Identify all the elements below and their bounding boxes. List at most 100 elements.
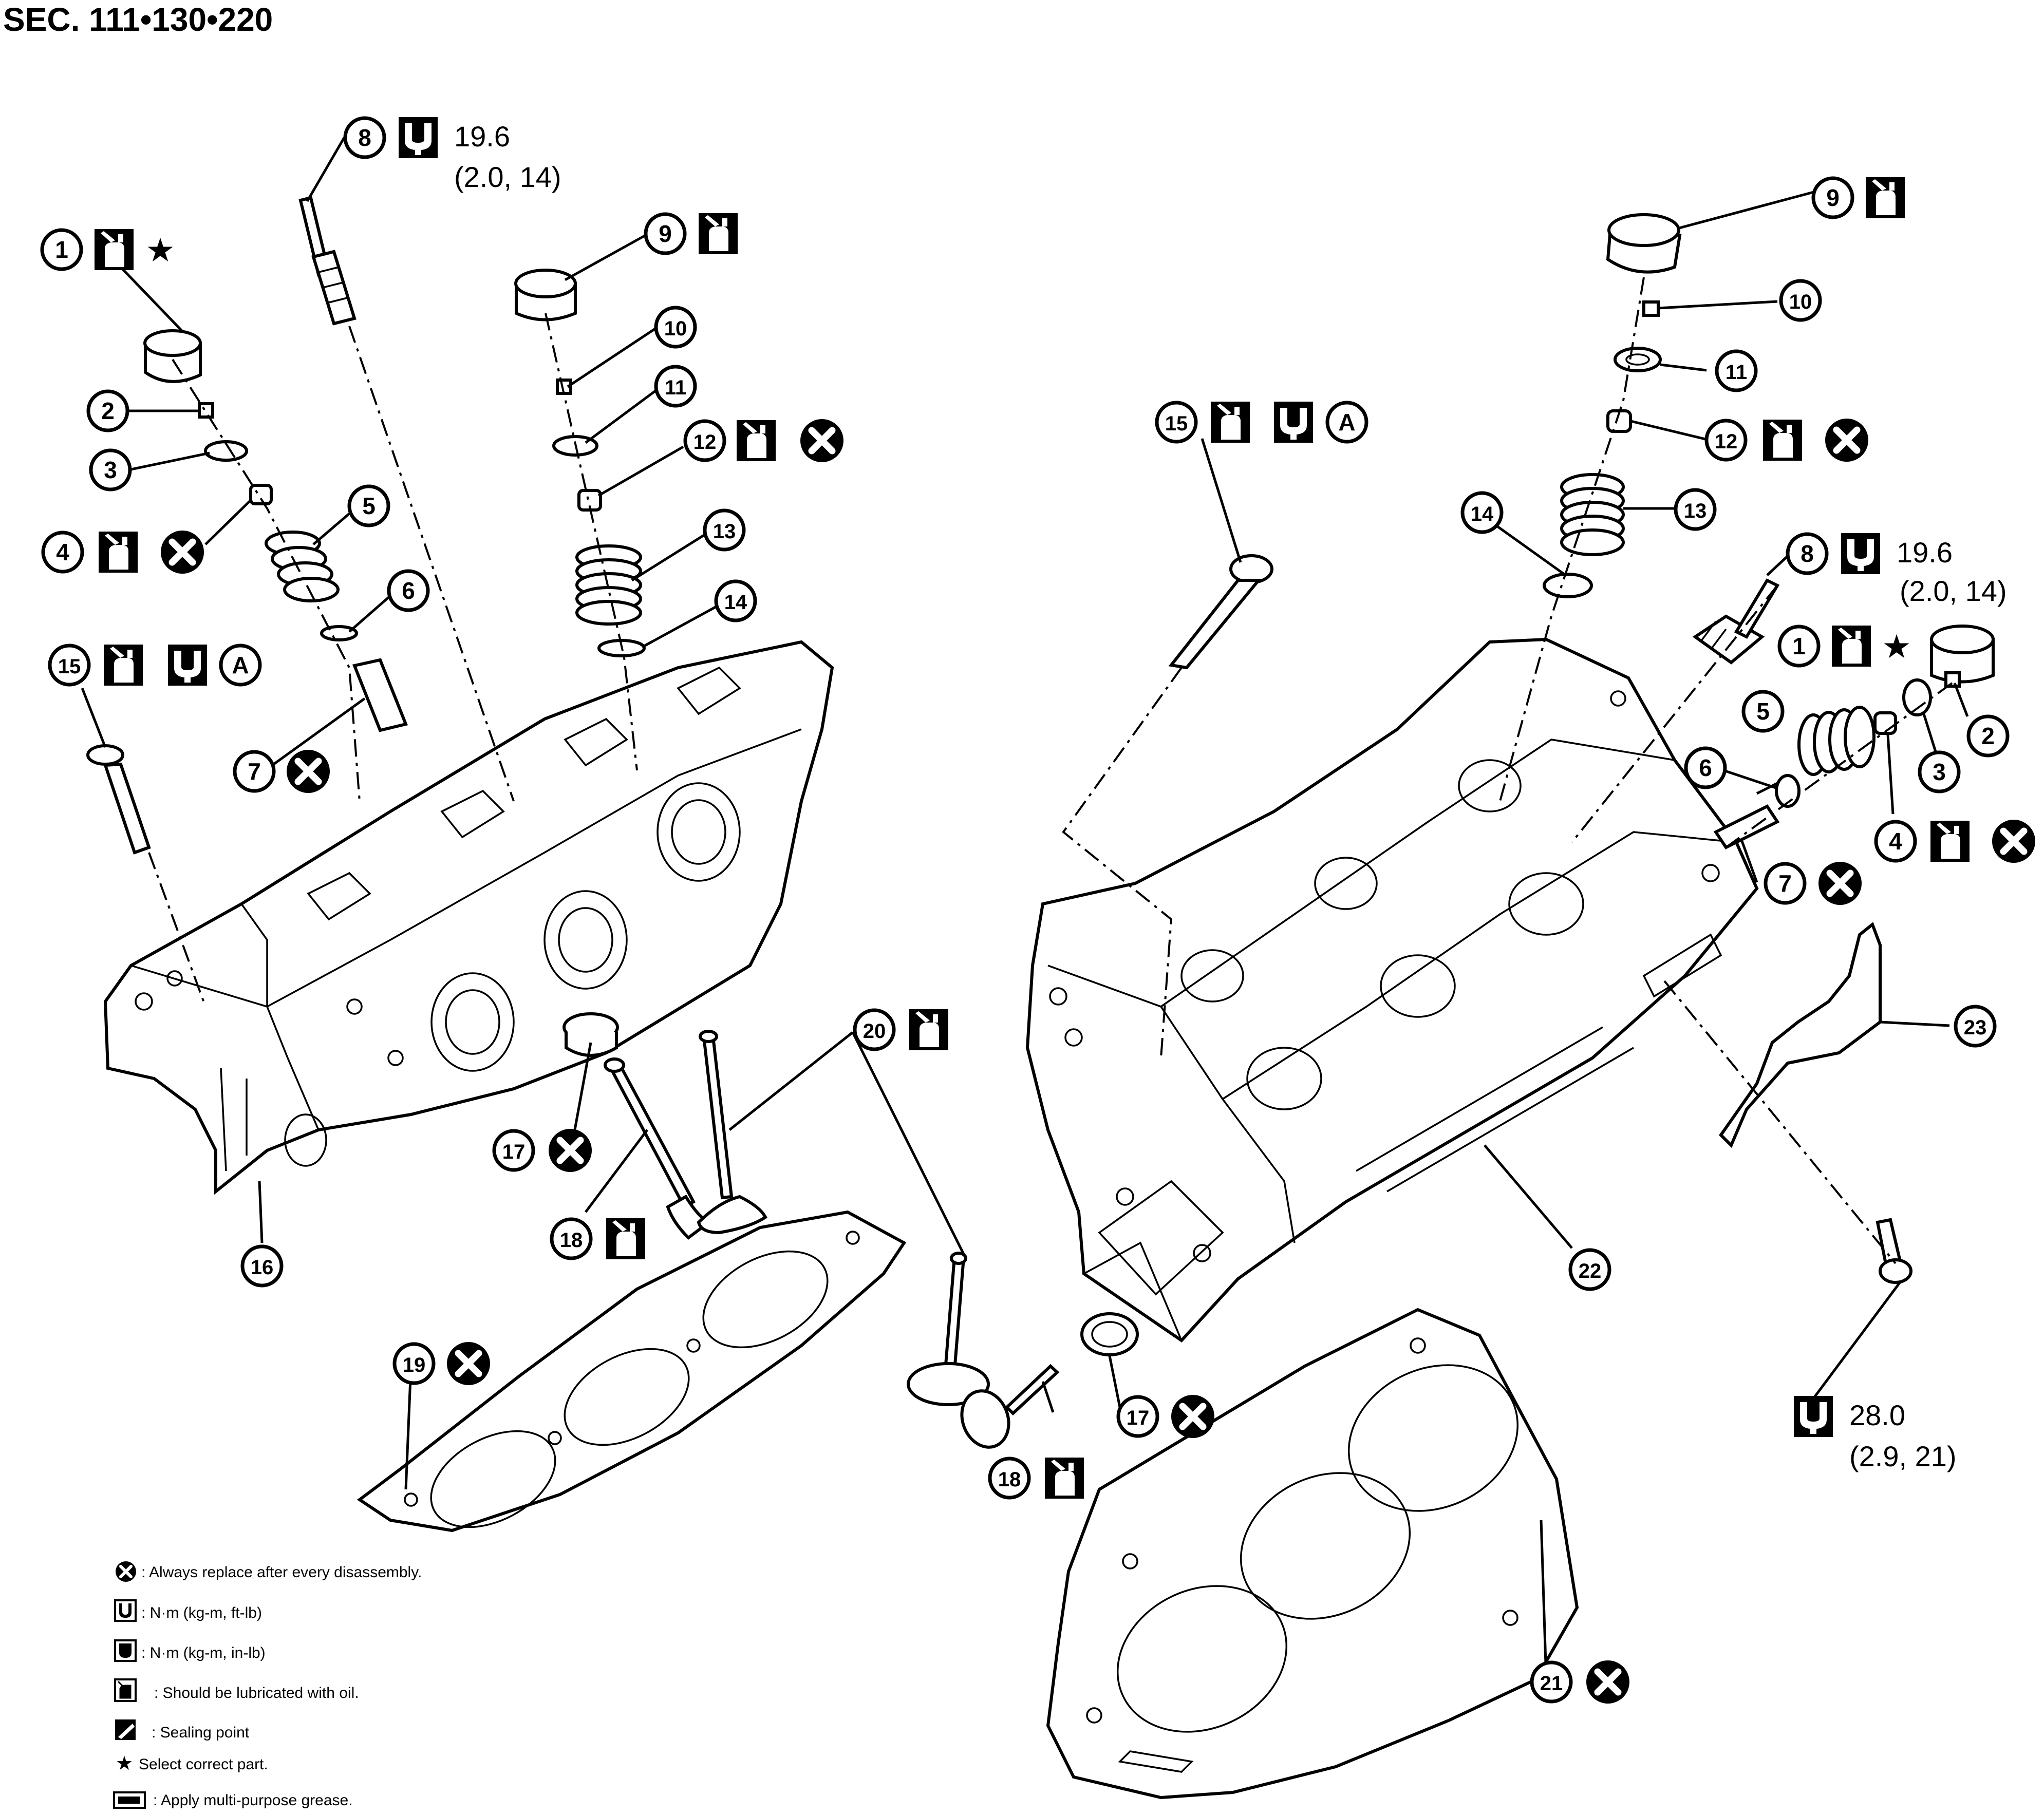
legend-replace-text: : Always replace after every disassembly… [141, 1564, 422, 1581]
oil-can-icon [606, 1218, 645, 1259]
wrench-icon [399, 117, 438, 158]
right-valve-retainer-11 [1614, 347, 1662, 372]
torque-value-bracket-bolt: 28.0 [1849, 1399, 1905, 1431]
legend-select-part-text: Select correct part. [139, 1756, 268, 1773]
oil-can-icon [1211, 402, 1250, 443]
callout-right-12: 12 [1707, 421, 1746, 460]
callout-left-18: 18 [552, 1219, 591, 1258]
callout-left-2: 2 [88, 391, 127, 430]
svg-text:14: 14 [724, 591, 747, 614]
right-valve-seat-6 [1775, 774, 1801, 808]
svg-text:4: 4 [1889, 828, 1902, 855]
svg-text:18: 18 [998, 1468, 1021, 1491]
right-valve-retainer-3 [1902, 678, 1932, 716]
oil-can-icon [1866, 177, 1905, 218]
svg-text:11: 11 [665, 376, 686, 399]
x-circle-icon [800, 419, 843, 462]
right-valve-18 [960, 1364, 1060, 1449]
callout-left-4: 4 [43, 533, 82, 572]
svg-text:22: 22 [1579, 1260, 1602, 1282]
right-bracket-23 [1719, 922, 1882, 1148]
callout-left-3: 3 [91, 450, 130, 489]
svg-text:7: 7 [248, 758, 261, 785]
callout-left-12: 12 [685, 421, 724, 460]
right-valve-shim-2 [1944, 671, 1961, 688]
callout-20: 20 [855, 1010, 894, 1049]
x-circle-icon [1825, 419, 1868, 462]
oil-can-icon [737, 420, 776, 461]
svg-text:15: 15 [58, 655, 81, 678]
svg-text:A: A [232, 652, 249, 678]
right-valve-spring-5 [1797, 706, 1876, 776]
callout-left-11: 11 [656, 367, 695, 406]
svg-text:18: 18 [560, 1229, 583, 1252]
torque-units-left-plug: (2.0, 14) [454, 161, 561, 193]
svg-text:13: 13 [1684, 500, 1707, 522]
x-circle-icon [161, 531, 204, 574]
svg-text:3: 3 [104, 457, 117, 483]
svg-text:2: 2 [101, 398, 115, 424]
callout-right-9: 9 [1813, 178, 1852, 217]
svg-text:20: 20 [863, 1020, 886, 1043]
svg-text:6: 6 [402, 577, 415, 604]
legend-torque-ft-lb-text: : N·m (kg-m, ft-lb) [141, 1604, 262, 1621]
callout-right-4: 4 [1876, 822, 1915, 861]
star-icon: ★ [1882, 628, 1911, 665]
procedure-mark-a-left: A [221, 646, 260, 685]
svg-text:5: 5 [1756, 698, 1770, 725]
svg-text:11: 11 [1726, 361, 1747, 384]
callout-right-2: 2 [1968, 716, 2008, 755]
right-spark-plug-8 [1692, 578, 1780, 665]
callout-left-15: 15 [50, 646, 89, 685]
svg-text:9: 9 [659, 220, 672, 247]
right-head-bolt-15 [1168, 554, 1273, 670]
callout-right-14: 14 [1462, 493, 1502, 532]
legend-grease-icon [113, 1791, 146, 1809]
x-circle-icon [1818, 862, 1862, 905]
x-circle-icon [1586, 1660, 1629, 1704]
right-valve-guide-7 [1713, 804, 1780, 849]
svg-text:3: 3 [1933, 759, 1946, 785]
left-valve-shim-2 [198, 402, 214, 419]
oil-can-icon [95, 229, 134, 270]
svg-text:19: 19 [403, 1354, 426, 1376]
torque-value-left-plug: 19.6 [454, 120, 510, 153]
legend-sealing-text: : Sealing point [152, 1724, 250, 1741]
left-valve-retainer-3 [204, 440, 248, 462]
legend-torque-in-lb-text: : N·m (kg-m, in-lb) [141, 1644, 266, 1661]
svg-text:A: A [1338, 409, 1355, 436]
left-cylinder-head [103, 640, 834, 1195]
left-valve-guide-7 [352, 658, 408, 732]
right-valve-seat-14 [1543, 573, 1593, 598]
left-valve-spring-13 [575, 544, 642, 626]
oil-can-icon [909, 1009, 948, 1050]
oil-can-icon [1045, 1458, 1084, 1499]
svg-text:14: 14 [1471, 503, 1494, 525]
callout-left-16: 16 [242, 1246, 282, 1285]
legend-torque-ft-lb-icon [114, 1599, 137, 1622]
right-cylinder-head [1025, 637, 1759, 1343]
torque-units-right-plug: (2.0, 14) [1900, 575, 2007, 607]
left-valve-20 [697, 1030, 767, 1235]
legend-star-icon: ★ [116, 1753, 133, 1774]
legend-lubricate-text: : Should be lubricated with oil. [154, 1685, 359, 1701]
callout-left-5: 5 [349, 486, 388, 525]
callout-right-11: 11 [1717, 351, 1756, 390]
torque-units-bracket-bolt: (2.9, 21) [1849, 1440, 1957, 1472]
svg-text:12: 12 [1715, 430, 1738, 453]
svg-text:23: 23 [1964, 1016, 1987, 1039]
callout-right-15: 15 [1157, 403, 1196, 442]
callout-left-10: 10 [656, 308, 695, 347]
callout-right-7: 7 [1766, 864, 1805, 903]
legend-grease-text: : Apply multi-purpose grease. [153, 1792, 353, 1809]
legend-torque-in-lb-icon [114, 1639, 137, 1662]
oil-can-icon [1832, 626, 1871, 667]
right-valve-oil-seal-4 [1873, 711, 1897, 735]
legend: : Always replace after every disassembly… [113, 1561, 422, 1809]
callout-left-8: 8 [345, 118, 384, 157]
callout-left-14: 14 [716, 581, 755, 620]
svg-text:17: 17 [502, 1141, 526, 1163]
oil-can-icon [99, 532, 138, 573]
x-circle-icon [447, 1342, 490, 1385]
